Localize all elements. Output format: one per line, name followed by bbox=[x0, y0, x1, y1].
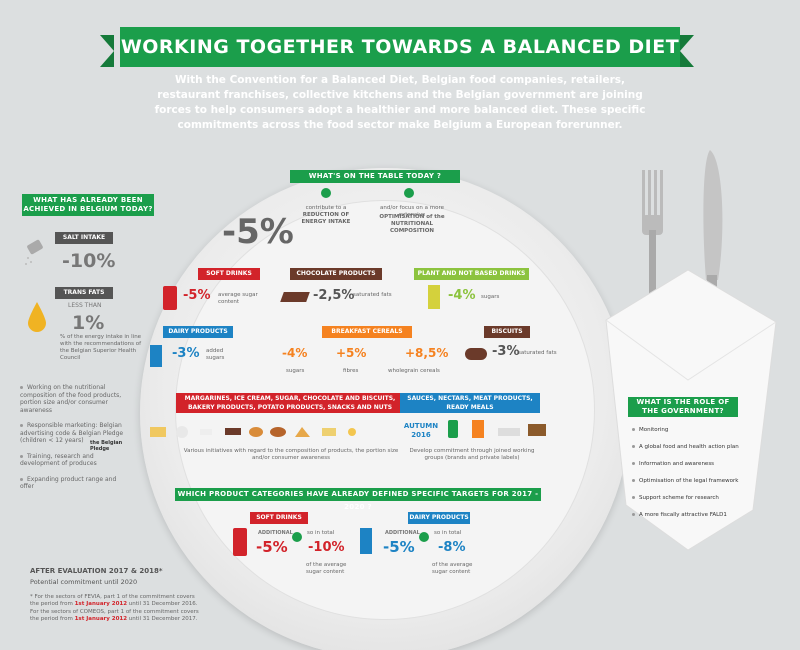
cereal-v3: +8,5% bbox=[405, 346, 449, 360]
banner-tail-right bbox=[680, 35, 694, 67]
sauces-desc: Develop commitment through joined workin… bbox=[409, 448, 535, 461]
milk-carton-icon bbox=[360, 528, 372, 554]
footnote-2: For the sectors of COMEOS, part 1 of the… bbox=[30, 609, 199, 622]
cutlery-napkin bbox=[598, 150, 778, 600]
target-dairy-value: -5% bbox=[383, 538, 415, 556]
target-soft-value: -5% bbox=[256, 538, 288, 556]
cereal-d3: wholegrain cereals bbox=[388, 368, 440, 374]
list-item: Monitoring bbox=[632, 427, 752, 433]
footer-title: AFTER EVALUATION 2017 & 2018* bbox=[30, 567, 163, 575]
center-title: WHAT'S ON THE TABLE TODAY ? bbox=[290, 170, 460, 183]
salt-shaker-icon bbox=[20, 238, 50, 268]
soft-desc: average sugar content bbox=[218, 292, 258, 305]
left-list: Working on the nutritional composition o… bbox=[20, 384, 130, 499]
choco-value: -2,5% bbox=[313, 288, 355, 303]
target-soft-total-value: -10% bbox=[308, 540, 345, 555]
list-item: Optimisation of the legal framework bbox=[632, 478, 752, 484]
target-dairy-add: ADDITIONAL bbox=[385, 530, 420, 536]
dairy-value: -3% bbox=[172, 346, 200, 361]
main-value: -5% bbox=[222, 212, 294, 252]
footer-sub: Potential commitment until 2020 bbox=[30, 578, 138, 586]
margarine-tag: MARGARINES, ICE CREAM, SUGAR, CHOCOLATE … bbox=[176, 393, 404, 413]
choco-desc: saturated fats bbox=[353, 292, 392, 298]
list-item: Responsible marketing: Belgian advertisi… bbox=[20, 422, 124, 444]
cereal-d2: fibres bbox=[343, 368, 359, 374]
target-soft-add: ADDITIONAL bbox=[258, 530, 293, 536]
left-title: WHAT HAS ALREADY BEEN ACHIEVED IN BELGIU… bbox=[22, 194, 154, 216]
list-item: A global food and health action plan bbox=[632, 444, 752, 450]
arrow-right-icon bbox=[292, 532, 302, 542]
focus-bold: OPTIMISATION of the NUTRITIONAL COMPOSIT… bbox=[379, 214, 445, 234]
cereal-tag: BREAKFAST CEREALS bbox=[322, 326, 412, 338]
salt-value: -10% bbox=[62, 250, 116, 272]
targets-title: WHICH PRODUCT CATEGORIES HAVE ALREADY DE… bbox=[175, 488, 541, 511]
contribute-text: contribute to a bbox=[305, 205, 347, 211]
target-dairy-total-value: -8% bbox=[438, 540, 466, 555]
page-title: WORKING TOGETHER TOWARDS A BALANCED DIET bbox=[120, 27, 680, 67]
sauces-tag: SAUCES, NECTARS, MEAT PRODUCTS, READY ME… bbox=[400, 393, 540, 413]
cereal-v2: +5% bbox=[336, 346, 367, 360]
chocolate-bar-icon bbox=[280, 292, 310, 302]
trans-label: TRANS FATS bbox=[55, 287, 113, 299]
soft-drinks-tag: SOFT DRINKS bbox=[198, 268, 260, 280]
juice-carton-icon bbox=[428, 285, 440, 309]
soda-cup-icon bbox=[163, 286, 177, 310]
cereal-d1: sugars bbox=[286, 368, 305, 374]
food-icons bbox=[150, 424, 375, 438]
list-item: Expanding product range and offer bbox=[20, 475, 117, 490]
target-dairy-desc: of the average sugar content bbox=[432, 562, 473, 575]
plant-drinks-tag: PLANT AND NOT BASED DRINKS bbox=[414, 268, 529, 280]
biscuit-icon bbox=[465, 348, 487, 360]
banner-tail-left bbox=[100, 35, 114, 67]
target-soft-desc: of the average sugar content bbox=[306, 562, 347, 575]
biscuits-value: -3% bbox=[492, 344, 520, 359]
soda-cup-icon bbox=[233, 528, 247, 556]
product-icons bbox=[448, 418, 548, 440]
biscuits-desc: saturated fats bbox=[518, 350, 557, 356]
intro-text: With the Convention for a Balanced Diet,… bbox=[154, 74, 646, 131]
list-item: Support scheme for research bbox=[632, 495, 752, 501]
soft-value: -5% bbox=[183, 288, 211, 303]
belgian-pledge-logo: the Belgian Pledge bbox=[90, 440, 123, 452]
contribute-bold: REDUCTION OF ENERGY INTAKE bbox=[301, 212, 351, 225]
chocolate-tag: CHOCOLATE PRODUCTS bbox=[290, 268, 382, 280]
check-icon bbox=[321, 188, 331, 198]
autumn-2016: AUTUMN 2016 bbox=[403, 422, 439, 439]
cereal-v1: -4% bbox=[282, 346, 308, 360]
trans-value: 1% bbox=[72, 312, 105, 334]
target-soft-total: so in total bbox=[307, 530, 335, 536]
target-dairy-total: so in total bbox=[434, 530, 462, 536]
target-dairy-tag: DAIRY PRODUCTS bbox=[408, 512, 470, 524]
oil-drop-icon bbox=[26, 300, 48, 334]
footnote-1: * For the sectors of FEVIA, part 1 of th… bbox=[30, 594, 198, 607]
salt-label: SALT INTAKE bbox=[55, 232, 113, 244]
dairy-desc: added sugars bbox=[206, 348, 225, 361]
trans-prefix: LESS THAN bbox=[68, 302, 102, 309]
check-icon bbox=[404, 188, 414, 198]
list-item: Training, research and development of pr… bbox=[20, 452, 97, 467]
gov-list: Monitoring A global food and health acti… bbox=[632, 427, 752, 529]
margarine-desc: Various initiatives with regard to the c… bbox=[183, 448, 399, 461]
milk-carton-icon bbox=[150, 345, 162, 367]
arrow-right-icon bbox=[419, 532, 429, 542]
plant-desc: sugars bbox=[481, 294, 500, 300]
list-item: Information and awareness bbox=[632, 461, 752, 467]
focus-text: and/or focus on a more extensive bbox=[380, 205, 444, 218]
list-item: A more fiscally attractive FALD1 bbox=[632, 512, 752, 518]
gov-title: WHAT IS THE ROLE OF THE GOVERNMENT? bbox=[628, 397, 738, 417]
plant-value: -4% bbox=[448, 288, 476, 303]
dairy-tag: DAIRY PRODUCTS bbox=[163, 326, 233, 338]
target-soft-tag: SOFT DRINKS bbox=[250, 512, 308, 524]
biscuits-tag: BISCUITS bbox=[484, 326, 530, 338]
list-item: Working on the nutritional composition o… bbox=[20, 384, 122, 414]
trans-note: % of the energy intake in line with the … bbox=[60, 334, 142, 361]
